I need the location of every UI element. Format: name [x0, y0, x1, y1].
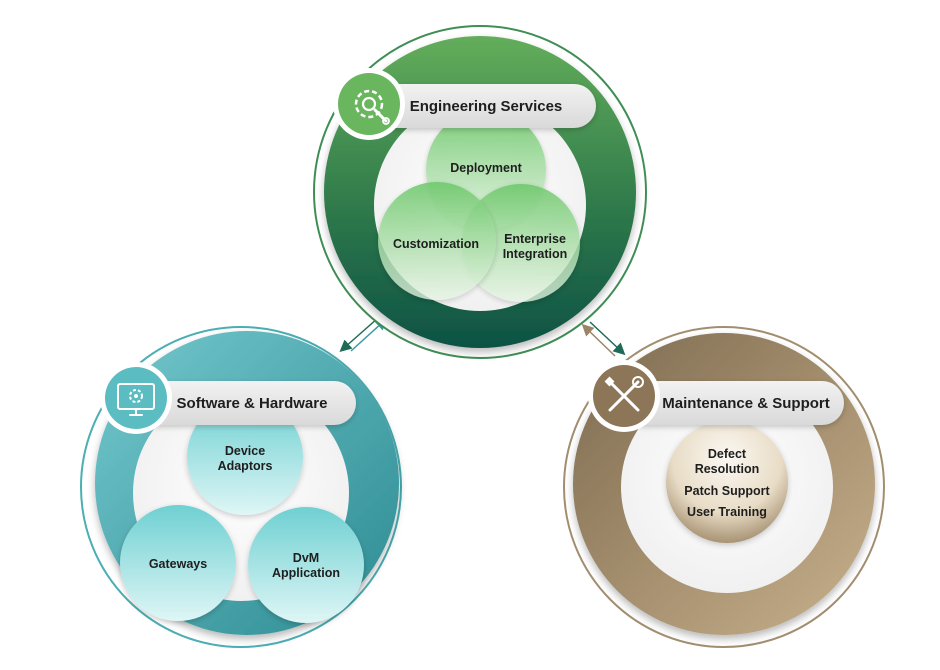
deployment-label: Deployment: [450, 161, 522, 175]
software-title-pill: [132, 381, 356, 425]
connectors: [339, 317, 626, 357]
customization-label: Customization: [393, 237, 479, 251]
patch-support-label: Patch Support: [684, 484, 770, 498]
defect-label-line1: Defect: [708, 447, 747, 461]
connector-maintenance-to-eng: [581, 323, 616, 357]
gear-wrench-icon: [333, 68, 405, 140]
software-title: Software & Hardware: [177, 395, 328, 412]
gateways-bubble: [120, 505, 236, 621]
engineering-title-pill: [372, 84, 596, 128]
maintenance-title-pill: [624, 381, 844, 425]
engineering-title: Engineering Services: [410, 98, 563, 115]
user-training-label: User Training: [687, 505, 767, 519]
enterprise-label-line2: Integration: [503, 247, 568, 261]
enterprise-integration-bubble: [462, 184, 580, 302]
gateways-label: Gateways: [149, 557, 207, 571]
enterprise-label-line1: Enterprise: [504, 232, 566, 246]
maintenance-items-bubble: [666, 421, 788, 543]
software-cluster: Device Adaptors Gateways DvM Application…: [80, 326, 402, 648]
dvm-label-line1: DvM: [293, 551, 319, 565]
connector-software-to-eng: [350, 317, 388, 352]
engineering-cluster: Deployment Customization Enterprise Inte…: [313, 25, 647, 359]
customization-bubble: [378, 182, 496, 300]
device-label-line1: Device: [225, 444, 265, 458]
dvm-label-line2: Application: [272, 566, 340, 580]
dvm-application-bubble: [248, 507, 364, 623]
maintenance-cluster: Defect Resolution Patch Support User Tra…: [563, 326, 885, 648]
maintenance-title: Maintenance & Support: [662, 395, 830, 412]
device-adaptors-bubble: [187, 399, 303, 515]
device-label-line2: Adaptors: [218, 459, 273, 473]
connector-eng-to-software: [339, 317, 379, 352]
defect-label-line2: Resolution: [695, 462, 760, 476]
tools-icon: [588, 360, 660, 432]
connector-eng-to-maintenance: [589, 321, 626, 356]
monitor-gear-icon: [100, 362, 172, 434]
